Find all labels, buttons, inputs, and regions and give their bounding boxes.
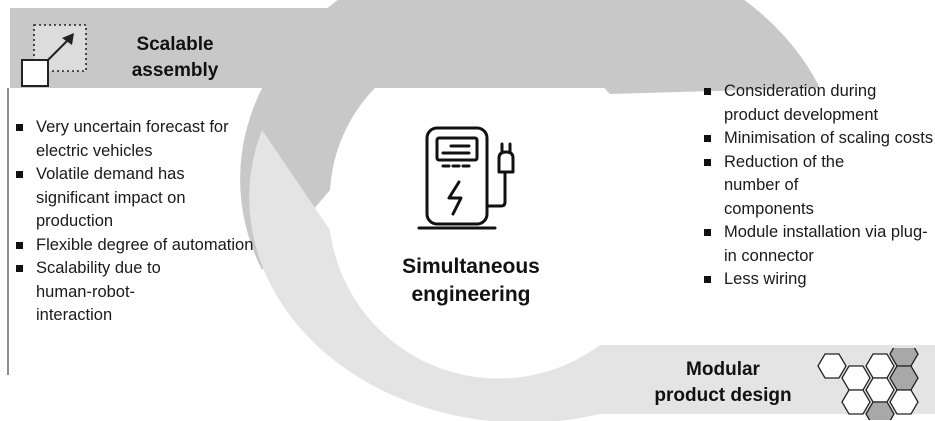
scale-up-arrow-icon <box>21 24 87 87</box>
list-item: Reduction of the number of components <box>702 151 884 222</box>
ring-top <box>240 0 820 270</box>
modular-design-bullets: Consideration during product development… <box>702 80 934 292</box>
center-title-line2: engineering <box>411 283 531 306</box>
list-item: Volatile demand has significant impact o… <box>14 163 262 234</box>
scalable-assembly-title: Scalable assembly <box>100 32 250 84</box>
center-title-line1: Simultaneous <box>402 255 540 278</box>
modular-product-design-title: Modular product design <box>628 357 818 409</box>
list-item: Less wiring <box>702 268 934 292</box>
hexagon-cluster-icon <box>817 348 919 420</box>
list-item: Consideration during product development <box>702 80 934 127</box>
list-item: Module installation via plug-in connecto… <box>702 221 934 268</box>
scalable-assembly-title-line1: Scalable <box>136 34 214 55</box>
list-item: Flexible degree of automation <box>14 234 262 258</box>
scalable-assembly-title-line2: assembly <box>131 60 219 81</box>
modular-title-line1: Modular <box>686 359 760 380</box>
ev-charging-station-icon <box>417 126 515 230</box>
center-circle <box>343 93 599 349</box>
list-item: Very uncertain forecast for electric veh… <box>14 116 262 163</box>
modular-title-line2: product design <box>654 385 792 406</box>
scalable-assembly-bullets: Very uncertain forecast for electric veh… <box>14 116 262 328</box>
simultaneous-engineering-title: Simultaneous engineering <box>381 253 561 309</box>
list-item: Minimisation of scaling costs <box>702 127 934 151</box>
list-item: Scalability due to human-robot-interacti… <box>14 257 186 328</box>
